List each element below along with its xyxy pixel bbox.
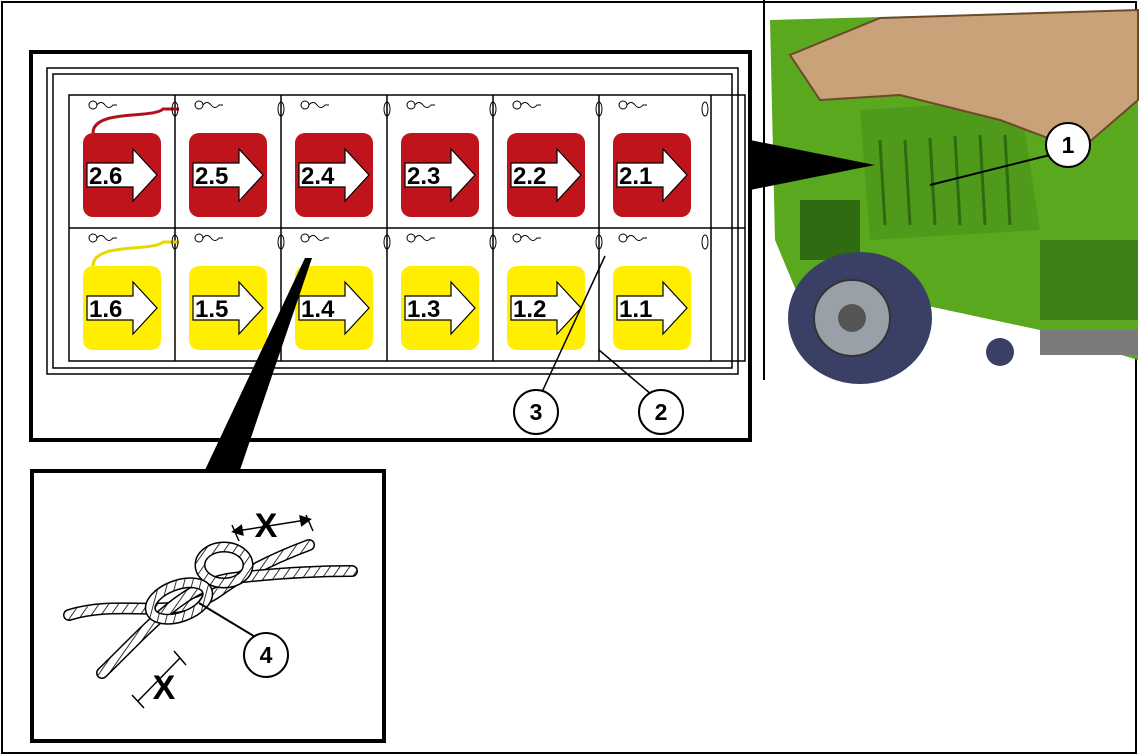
- eyelet-icon: [406, 100, 416, 110]
- knot-symbol-icon: [308, 102, 329, 108]
- callout-3-leader: [541, 255, 606, 393]
- direction-arrow-2.1: [616, 147, 688, 203]
- direction-arrow-2.3: [404, 147, 476, 203]
- twine-guide-icon: [489, 234, 497, 250]
- twine-storage-panel: 2.6 2.5 2.4 2.3 2.2 2.1 1.6 1.5 1.4 1.3 1.2 1.1 2 3: [29, 50, 752, 442]
- direction-arrow-1.6: [86, 280, 158, 336]
- twine-ball-label-2.6: 2.6: [89, 163, 122, 190]
- direction-arrow-1.3: [404, 280, 476, 336]
- twine-ball-label-2.1: 2.1: [619, 163, 652, 190]
- knot-symbol-icon: [626, 102, 647, 108]
- twine-ball-label-1.5: 1.5: [195, 296, 228, 323]
- callout-2-leader: [598, 349, 653, 396]
- callout-3: [513, 389, 559, 435]
- dimension-arrow-upper: [231, 515, 312, 536]
- divider-line: [763, 0, 765, 380]
- twine-guide-icon: [171, 101, 179, 117]
- direction-arrow-2.4: [298, 147, 370, 203]
- twine-ball-label-2.3: 2.3: [407, 163, 440, 190]
- machine-frame-detail: [800, 200, 860, 260]
- baler-machine-illustration: 1: [750, 8, 1139, 384]
- callout-4: [243, 632, 289, 678]
- dimension-x-upper: X: [255, 507, 278, 545]
- eyelet-icon: [512, 100, 522, 110]
- twine-guide-icon: [489, 101, 497, 117]
- twine-ball-label-1.3: 1.3: [407, 296, 440, 323]
- eyelet-icon: [88, 233, 98, 243]
- eyelet-icon: [88, 100, 98, 110]
- twine-guide-icon: [277, 101, 285, 117]
- twine-storage-diagram: 2.6 2.5 2.4 2.3 2.2 2.1 1.6 1.5 1.4 1.3 1.2 1.1 2 3: [46, 67, 746, 435]
- direction-arrow-2.6: [86, 147, 158, 203]
- callout-2: [638, 389, 684, 435]
- dimension-arrow-lower: [137, 657, 181, 702]
- wheel-hub: [838, 304, 866, 332]
- eyelet-icon: [618, 233, 628, 243]
- direction-arrow-1.2: [510, 280, 582, 336]
- knot-illustration: X X 4: [63, 507, 358, 709]
- callout-1: [1045, 122, 1091, 168]
- upper-row-twine: [91, 107, 179, 134]
- callout-1-label: 1: [1062, 132, 1075, 158]
- twine-box-slats: [878, 134, 1012, 226]
- knot-symbol-icon: [520, 235, 541, 241]
- knot-symbol-icon: [308, 235, 329, 241]
- twine-ball-label-2.4: 2.4: [301, 163, 335, 190]
- panel-inner-border: [52, 73, 733, 369]
- knot-symbol-icon: [202, 102, 223, 108]
- twine-guide-icon: [383, 101, 391, 117]
- knot-symbol-icon: [414, 235, 435, 241]
- callout-4-label: 4: [260, 642, 273, 668]
- eyelet-icon: [512, 233, 522, 243]
- knot-symbol-icon: [96, 235, 117, 241]
- twine-guide-icon: [383, 234, 391, 250]
- twine-ball-label-1.6: 1.6: [89, 296, 122, 323]
- eyelet-icon: [406, 233, 416, 243]
- callout-2-label: 2: [655, 399, 668, 425]
- knot-symbol-icon: [202, 235, 223, 241]
- twine-ball-label-1.4: 1.4: [301, 296, 335, 323]
- twine-guide-icon: [277, 234, 285, 250]
- knot-symbol-icon: [414, 102, 435, 108]
- eyelet-icon: [618, 100, 628, 110]
- twine-ball-label-2.2: 2.2: [513, 163, 546, 190]
- eyelet-icon: [194, 100, 204, 110]
- machine-side-panel: [860, 100, 1040, 240]
- direction-arrow-2.2: [510, 147, 582, 203]
- knot-symbol-icon: [96, 102, 117, 108]
- lower-row-twine: [91, 240, 179, 267]
- zoom-wedge: [750, 140, 875, 190]
- knot-symbol-icon: [520, 102, 541, 108]
- twine-guide-icon: [701, 101, 709, 117]
- pickup-comb: [1040, 330, 1138, 355]
- knot-symbol-icon: [626, 235, 647, 241]
- eyelet-icon: [194, 233, 204, 243]
- eyelet-icon: [300, 233, 310, 243]
- panel-outer-border: [46, 67, 739, 375]
- twine-ball-label-2.5: 2.5: [195, 163, 228, 190]
- eyelet-icon: [300, 100, 310, 110]
- callout-3-label: 3: [530, 399, 543, 425]
- twine-guide-icon: [595, 234, 603, 250]
- twine-guide-icon: [595, 101, 603, 117]
- direction-arrow-1.1: [616, 280, 688, 336]
- twine-ball-label-1.1: 1.1: [619, 296, 652, 323]
- gauge-wheel: [986, 338, 1014, 366]
- twine-ball-label-1.2: 1.2: [513, 296, 546, 323]
- direction-arrow-2.5: [192, 147, 264, 203]
- twine-guide-icon: [701, 234, 709, 250]
- dimension-x-lower: X: [153, 669, 176, 707]
- twine-guide-icon: [171, 234, 179, 250]
- knot-detail-inset: X X 4: [30, 469, 386, 743]
- machine-lower-detail: [1040, 240, 1138, 320]
